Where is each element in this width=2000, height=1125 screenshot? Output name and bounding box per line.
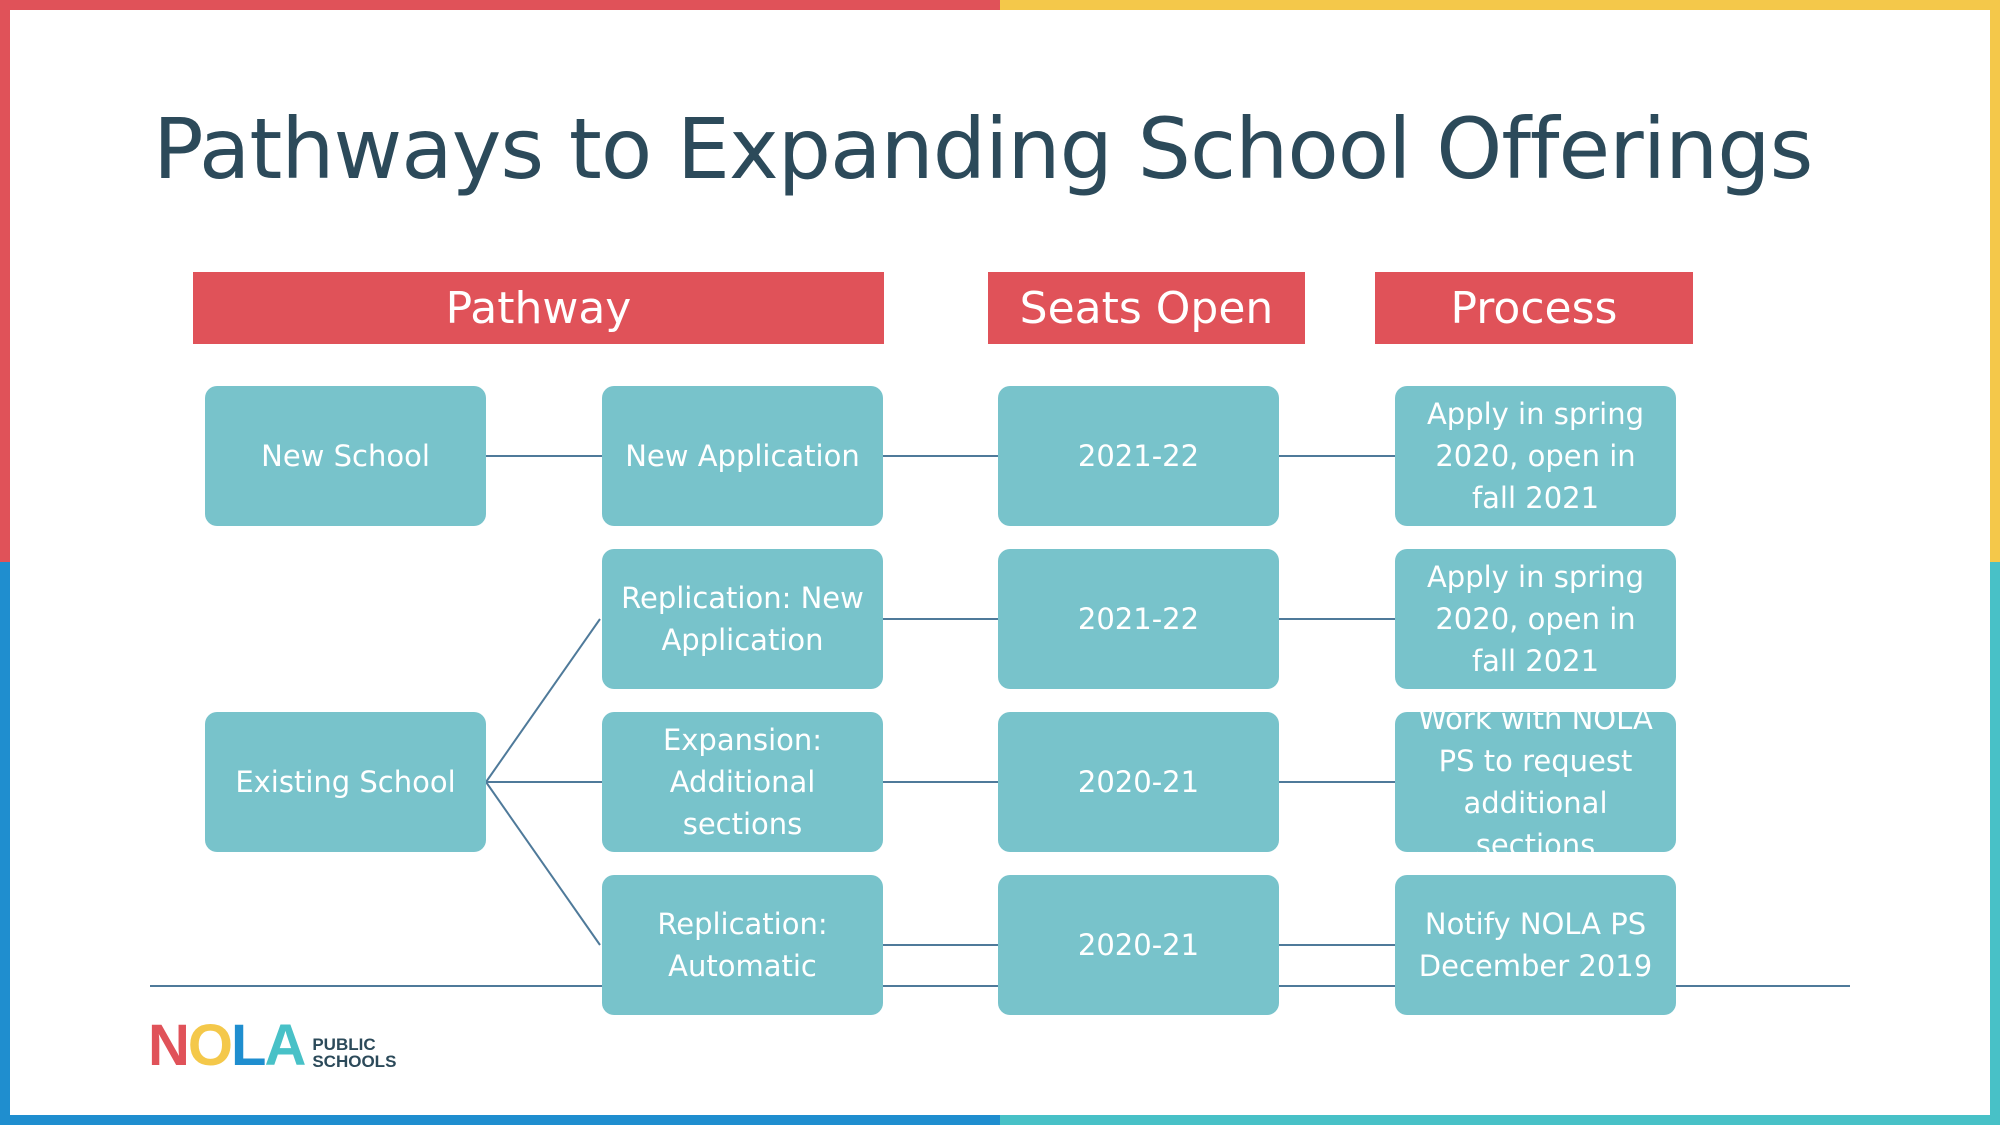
box-process-row1: Apply in spring 2020, open in fall 2021 [1395, 386, 1676, 526]
logo-letter-l: L [231, 1013, 266, 1078]
box-pathway-replication-automatic: Replication: Automatic [602, 875, 883, 1015]
page-title: Pathways to Expanding School Offerings [153, 100, 1813, 198]
logo-letter-o: O [187, 1013, 233, 1078]
logo-line-schools: SCHOOLS [312, 1052, 397, 1071]
box-process-row3: Work with NOLA PS to request additional … [1395, 702, 1676, 862]
box-pathway-expansion: Expansion: Additional sections [602, 712, 883, 852]
header-seats-open: Seats Open [988, 272, 1305, 344]
frame-right-top [1990, 0, 2000, 562]
frame-left-top [0, 0, 10, 562]
box-seats-row4: 2020-21 [998, 875, 1279, 1015]
box-new-school: New School [205, 386, 486, 526]
branch-existing-to-replication-automatic [485, 781, 601, 946]
box-seats-row3: 2020-21 [998, 712, 1279, 852]
frame-right-bottom [1990, 562, 2000, 1125]
logo-letter-a: A [264, 1013, 306, 1078]
logo-subtitle: PUBLIC SCHOOLS [312, 1036, 396, 1072]
box-process-row4: Notify NOLA PS December 2019 [1395, 875, 1676, 1015]
logo-letter-n: N [148, 1013, 190, 1078]
nola-public-schools-logo: NOLA PUBLIC SCHOOLS [148, 1017, 396, 1075]
frame-bottom-left [0, 1115, 1000, 1125]
logo-wordmark: NOLA [148, 1017, 306, 1075]
branch-existing-to-replication-new [485, 618, 601, 783]
frame-top-left [0, 0, 1000, 10]
header-process: Process [1375, 272, 1693, 344]
frame-left-bottom [0, 562, 10, 1125]
box-existing-school: Existing School [205, 712, 486, 852]
box-seats-row1: 2021-22 [998, 386, 1279, 526]
logo-line-public: PUBLIC [312, 1035, 376, 1054]
box-pathway-replication-new-application: Replication: New Application [602, 549, 883, 689]
header-pathway: Pathway [193, 272, 884, 344]
box-process-row2: Apply in spring 2020, open in fall 2021 [1395, 549, 1676, 689]
frame-bottom-right [1000, 1115, 2000, 1125]
box-seats-row2: 2021-22 [998, 549, 1279, 689]
box-pathway-new-application: New Application [602, 386, 883, 526]
frame-top-right [1000, 0, 2000, 10]
